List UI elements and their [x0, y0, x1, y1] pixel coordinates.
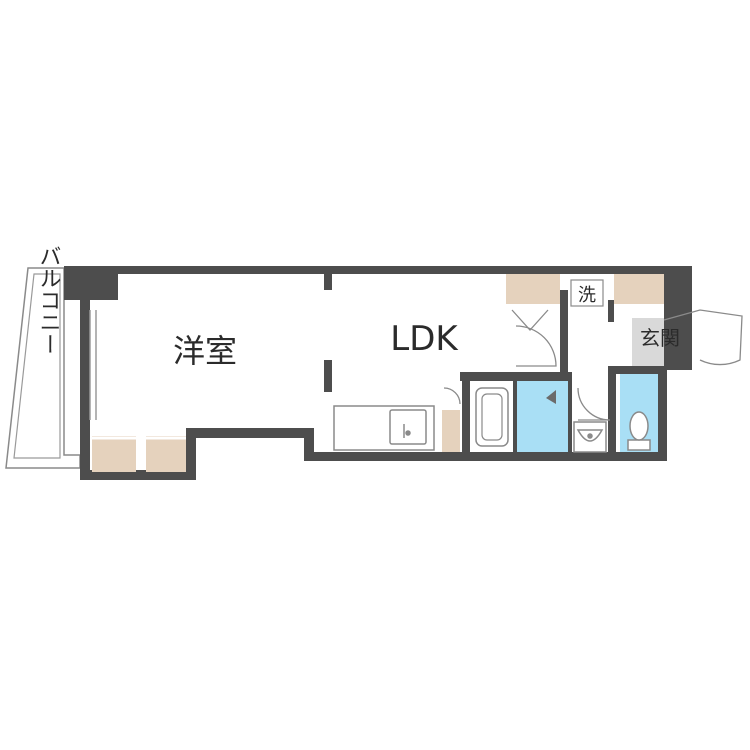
- window-lines: [89, 310, 97, 420]
- room-labels: 洋室 LDK 玄関 バルコニー: [36, 245, 681, 370]
- closets: [92, 274, 664, 472]
- entrance-label: 玄関: [640, 326, 680, 350]
- bath-areas: [470, 374, 658, 452]
- entrance-floor: [632, 318, 664, 366]
- walls: [64, 266, 692, 480]
- door-swings: [443, 309, 743, 421]
- ldk-label: LDK: [390, 319, 459, 359]
- balcony-label: バルコニー: [36, 245, 61, 355]
- laundry-space: 洗: [570, 279, 604, 307]
- toilet-icon: [627, 411, 651, 451]
- western-room-label: 洋室: [173, 332, 237, 370]
- washbasin-icon: [573, 421, 607, 453]
- kitchen-counter: [333, 405, 435, 451]
- laundry-label: 洗: [578, 285, 596, 306]
